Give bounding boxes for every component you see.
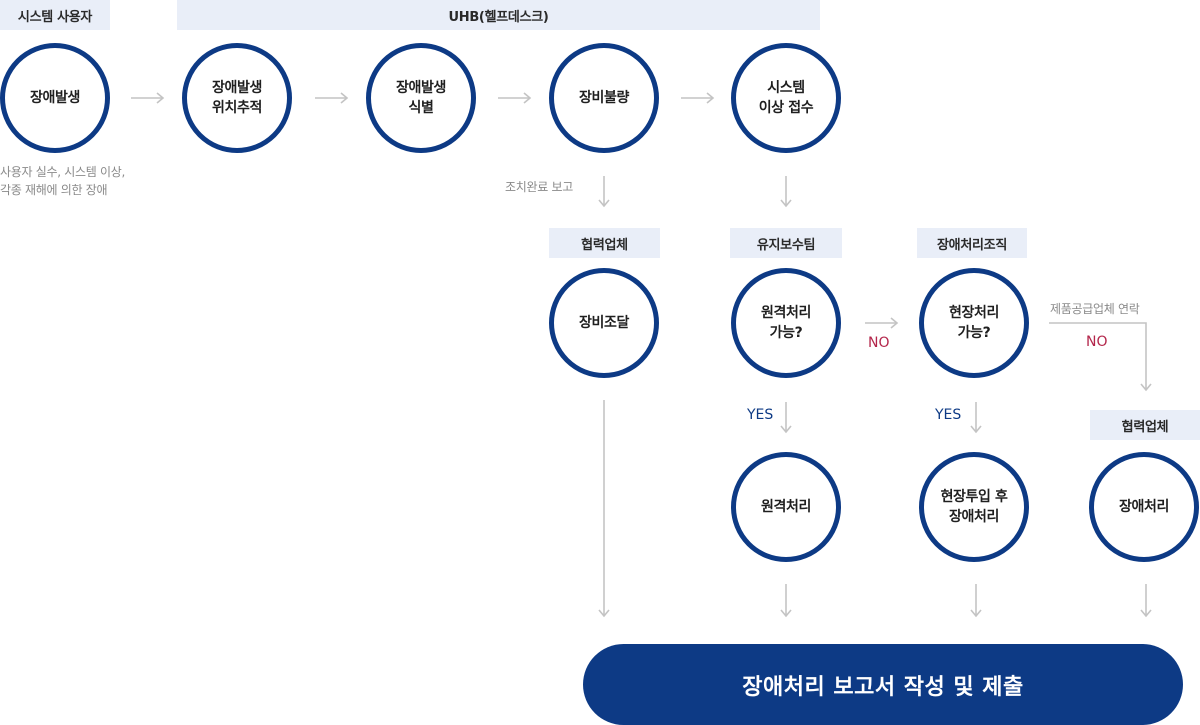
arrow-elbow-supplier	[1049, 322, 1152, 392]
lane-system-user: 시스템 사용자	[0, 0, 110, 30]
node-remote-handle: 원격처리	[731, 452, 841, 562]
arrow-h1	[131, 92, 165, 104]
arrow-h3	[498, 92, 532, 104]
node-vendor-handle: 장애처리	[1089, 452, 1199, 562]
lane-partner-a: 협력업체	[549, 228, 660, 258]
label-yes-onsite: YES	[935, 407, 962, 423]
arrow-h-no	[865, 317, 899, 329]
lane-helpdesk: UHB(헬프데스크)	[177, 0, 820, 30]
node-identify: 장애발생 식별	[366, 43, 476, 153]
final-report-step: 장애처리 보고서 작성 및 제출	[583, 644, 1183, 725]
note-contact-supplier: 제품공급업체 연락	[1050, 302, 1140, 316]
node-onsite-possible: 현장처리 가능?	[919, 268, 1029, 378]
arrow-v-yes1	[780, 402, 792, 434]
arrow-v-defect	[598, 176, 610, 208]
arrow-h2	[315, 92, 349, 104]
node-onsite-handle: 현장투입 후 장애처리	[919, 452, 1029, 562]
node-remote-possible: 원격처리 가능?	[731, 268, 841, 378]
node-equipment-defect: 장비불량	[549, 43, 659, 153]
node-fault-occur: 장애발생	[0, 43, 110, 153]
arrow-h4	[681, 92, 715, 104]
node-location-trace: 장애발생 위치추적	[182, 43, 292, 153]
note-cause: 사용자 실수, 시스템 이상, 각종 재해에 의한 장애	[0, 165, 125, 197]
label-no-onsite: NO	[1086, 334, 1108, 350]
arrow-v-final-d	[1140, 584, 1152, 618]
node-system-receipt: 시스템 이상 접수	[731, 43, 841, 153]
label-no-remote: NO	[868, 335, 890, 351]
lane-maintenance: 유지보수팀	[730, 228, 842, 258]
label-yes-remote: YES	[747, 407, 774, 423]
lane-partner-b: 협력업체	[1090, 410, 1200, 440]
arrow-v-final-b	[780, 584, 792, 618]
arrow-v-receipt	[780, 176, 792, 208]
arrow-v-yes2	[970, 402, 982, 434]
note-report-done: 조치완료 보고	[505, 180, 573, 194]
arrow-v-final-c	[970, 584, 982, 618]
lane-fault-org: 장애처리조직	[917, 228, 1027, 258]
node-equipment-procure: 장비조달	[549, 268, 659, 378]
arrow-v-final-a	[598, 400, 610, 618]
